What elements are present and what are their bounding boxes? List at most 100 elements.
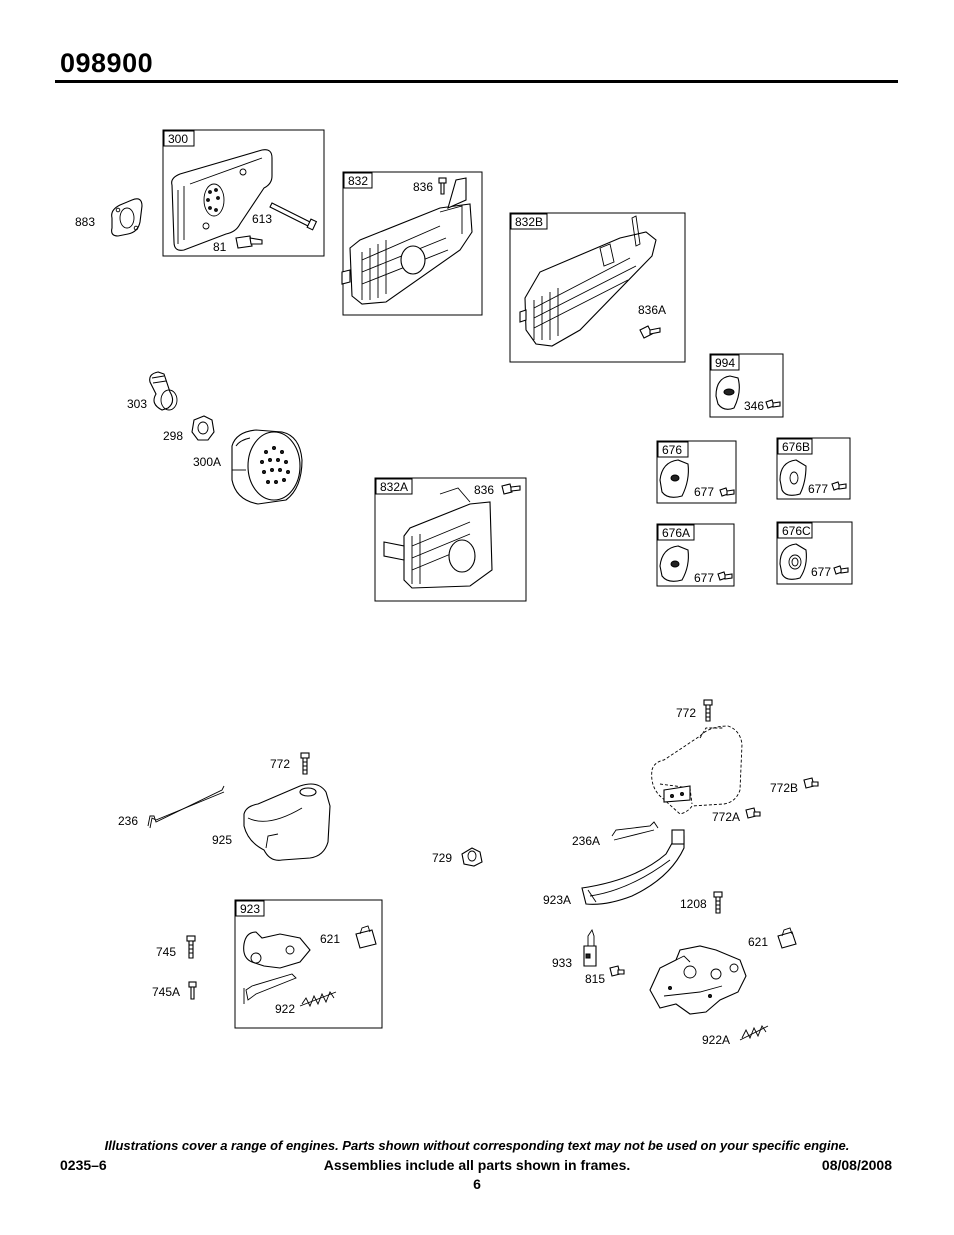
- muffler-part: [171, 149, 273, 251]
- callout-236A: 236A: [572, 834, 600, 848]
- screw-815-part: [609, 965, 625, 977]
- elbow-303-part: [149, 371, 178, 411]
- callout-772-a: 772: [270, 757, 290, 771]
- terminal-933-part: [583, 928, 597, 967]
- screw-346-part: [765, 399, 781, 409]
- frame-tag-994: 994: [715, 356, 735, 370]
- stud-613-part: [269, 202, 318, 231]
- header-rule: [55, 80, 898, 83]
- frame-832A[interactable]: 832A 836: [374, 477, 527, 602]
- callout-745A: 745A: [152, 985, 180, 999]
- gasket-883-part: [111, 198, 143, 237]
- frame-tag-832A: 832A: [380, 480, 408, 494]
- footer-disclaimer: Illustrations cover a range of engines. …: [104, 1138, 850, 1153]
- callout-772B: 772B: [770, 781, 798, 795]
- muffler-guard-832B-part: [519, 215, 657, 347]
- frame-tag-832B: 832B: [515, 215, 543, 229]
- spring-922A-part: [739, 1025, 769, 1041]
- frame-tag-832: 832: [348, 174, 368, 188]
- footer-code: 0235–6: [60, 1157, 107, 1173]
- screw-677-a: [719, 487, 735, 497]
- callout-236: 236: [118, 814, 138, 828]
- clip-621-a-part: [355, 925, 377, 949]
- frame-tag-300: 300: [168, 132, 188, 146]
- frame-tag-676C: 676C: [782, 524, 811, 538]
- callout-923A: 923A: [543, 893, 571, 907]
- screw-772B-part: [803, 777, 819, 789]
- screw-1208-part: [713, 891, 723, 914]
- screw-677-b: [831, 481, 847, 491]
- control-bracket-part: [649, 945, 747, 1015]
- frame-832[interactable]: 832 836: [341, 171, 483, 316]
- callout-922: 922: [275, 1002, 295, 1016]
- frame-676A[interactable]: 676A 677: [656, 523, 735, 587]
- callout-300A: 300A: [193, 455, 221, 469]
- deflector-994-part: [715, 375, 740, 410]
- screw-745-part: [186, 935, 196, 959]
- callout-836-mid: 836: [474, 483, 494, 497]
- spring-922-part: [299, 991, 337, 1008]
- deflector-676C-part: [779, 543, 807, 580]
- muffler-guard-832A-part: [383, 487, 493, 589]
- screw-745A-part: [188, 981, 197, 1000]
- screw-836-part: [438, 177, 447, 195]
- frame-676[interactable]: 676 677: [656, 440, 737, 504]
- screw-772-a-part: [300, 752, 310, 775]
- page-title: 098900: [60, 48, 154, 78]
- frame-tag-676B: 676B: [782, 440, 810, 454]
- callout-836A: 836A: [638, 303, 666, 317]
- screw-772-b-part: [703, 699, 713, 722]
- callout-883: 883: [75, 215, 95, 229]
- callout-81: 81: [213, 240, 227, 254]
- link-236-part: [147, 785, 225, 829]
- callout-1208: 1208: [680, 897, 707, 911]
- screw-772A-part: [745, 807, 761, 819]
- callout-621-a: 621: [320, 932, 340, 946]
- fuel-tank-925-part: [243, 783, 331, 861]
- fuel-tank-dashed-part: [651, 725, 743, 815]
- callout-836-top: 836: [413, 180, 433, 194]
- callout-677-c: 677: [694, 571, 714, 585]
- footer-date: 08/08/2008: [821, 1157, 892, 1173]
- frame-994[interactable]: 994 346: [709, 353, 784, 418]
- callout-925: 925: [212, 833, 232, 847]
- callout-613: 613: [252, 212, 272, 226]
- frame-923[interactable]: 923 621 922: [234, 899, 383, 1029]
- frame-676C[interactable]: 676C 677: [776, 521, 853, 585]
- page-number: 6: [473, 1176, 481, 1192]
- callout-933: 933: [552, 956, 572, 970]
- screw-677-c: [717, 571, 733, 581]
- frame-tag-676: 676: [662, 443, 682, 457]
- callout-298: 298: [163, 429, 183, 443]
- frame-tag-676A: 676A: [662, 526, 690, 540]
- callout-745: 745: [156, 945, 176, 959]
- callout-815: 815: [585, 972, 605, 986]
- callout-621-b: 621: [748, 935, 768, 949]
- deflector-676-part: [659, 459, 689, 498]
- callout-729: 729: [432, 851, 452, 865]
- callout-677-a: 677: [694, 485, 714, 499]
- muffler-300A-holes: [260, 446, 290, 484]
- callout-677-d: 677: [811, 565, 831, 579]
- fitting-729-part: [461, 847, 483, 867]
- callout-772A: 772A: [712, 810, 740, 824]
- deflector-676B-part: [779, 459, 807, 496]
- governor-923-part: [243, 931, 311, 1004]
- clip-621-b-part: [777, 927, 797, 949]
- screw-836-b-part: [501, 483, 521, 495]
- muffler-300A-part: [231, 429, 303, 505]
- screw-677-d: [833, 565, 849, 575]
- callout-677-b: 677: [808, 482, 828, 496]
- screw-836A-part: [639, 325, 661, 339]
- frame-832B[interactable]: 832B 836A: [509, 212, 686, 363]
- nut-298-part: [191, 415, 215, 441]
- muffler-guard-832-part: [341, 177, 473, 305]
- frame-tag-923: 923: [240, 902, 260, 916]
- callout-346: 346: [744, 399, 764, 413]
- frame-676B[interactable]: 676B 677: [776, 437, 851, 500]
- link-236A-part: [611, 821, 659, 841]
- footer-assemblies-note: Assemblies include all parts shown in fr…: [323, 1157, 631, 1173]
- bolt-81-part: [235, 235, 263, 249]
- deflector-676A-part: [659, 545, 689, 582]
- frame-300[interactable]: 300 613 81: [162, 129, 325, 257]
